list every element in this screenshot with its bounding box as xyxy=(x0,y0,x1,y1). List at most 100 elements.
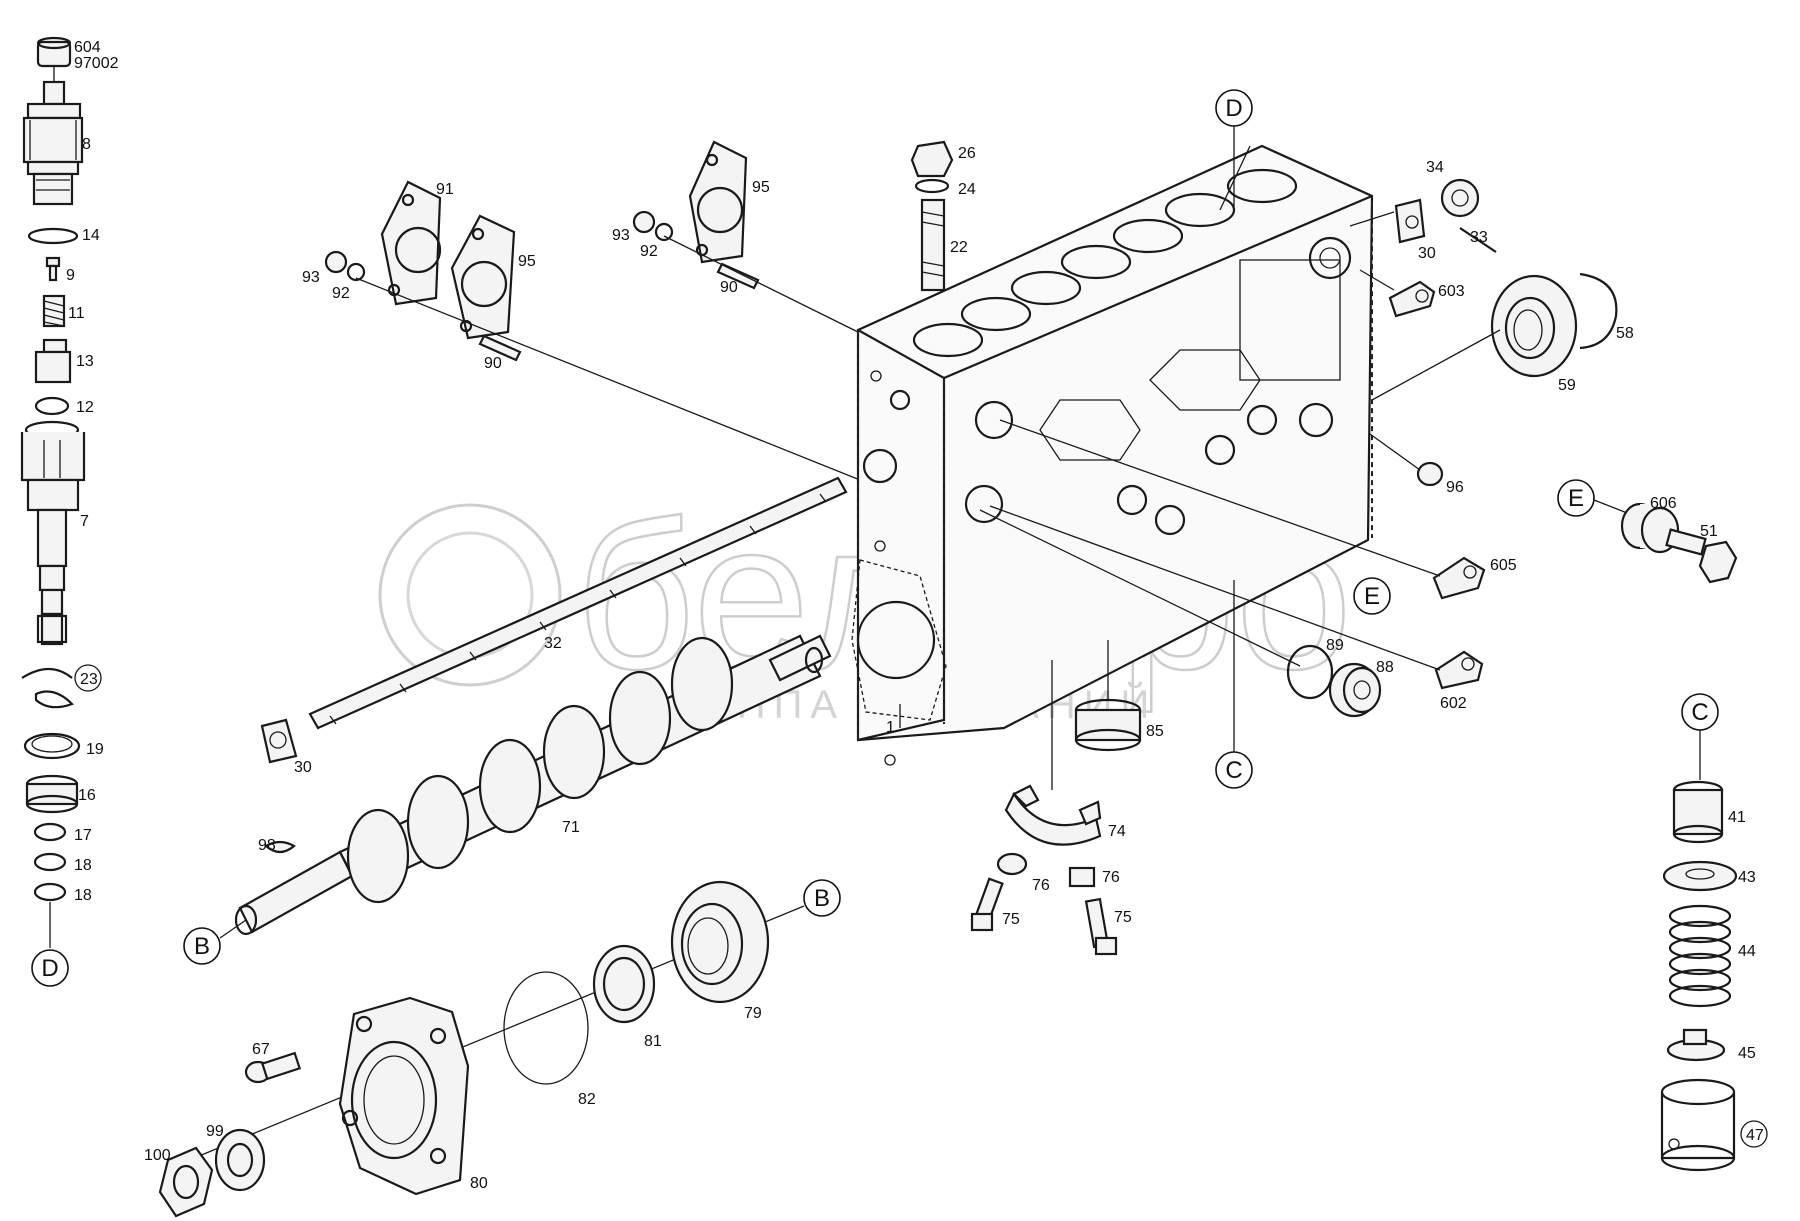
label-14: 14 xyxy=(82,227,100,244)
label-74: 74 xyxy=(1108,823,1126,840)
label-30a: 30 xyxy=(1418,245,1436,262)
flange-91 xyxy=(380,180,442,306)
callout-c-center: C xyxy=(1215,751,1253,789)
label-12: 12 xyxy=(76,399,94,416)
label-17: 17 xyxy=(74,827,92,844)
label-11: 11 xyxy=(68,305,85,322)
stud-90-left xyxy=(478,334,522,362)
stud-22 xyxy=(920,198,946,292)
label-603: 603 xyxy=(1438,283,1465,300)
label-82: 82 xyxy=(578,1091,596,1108)
washer-99 xyxy=(214,1128,266,1192)
control-rack-32 xyxy=(308,476,848,730)
svg-text:E: E xyxy=(1364,583,1380,610)
label-13: 13 xyxy=(76,353,94,370)
part-13-holder xyxy=(34,338,72,384)
flange-95-left xyxy=(450,214,516,340)
label-100: 100 xyxy=(144,1147,171,1164)
label-51: 51 xyxy=(1700,523,1718,540)
label-98: 98 xyxy=(258,837,276,854)
label-81: 81 xyxy=(644,1033,662,1050)
pin-33 xyxy=(1459,227,1497,253)
circlip-58 xyxy=(1579,272,1618,350)
label-91: 91 xyxy=(436,181,454,198)
bracket-30-right xyxy=(1394,198,1426,244)
screw-75-right xyxy=(1084,897,1118,956)
washer-43 xyxy=(1662,860,1738,892)
part-17-ring xyxy=(33,822,67,842)
plug-96 xyxy=(1416,461,1444,487)
label-45: 45 xyxy=(1738,1045,1756,1062)
part-23-clips xyxy=(21,664,102,709)
tappet-47 xyxy=(1660,1078,1768,1172)
bearing-flange-80 xyxy=(338,996,470,1196)
label-1: 1 xyxy=(886,719,895,736)
label-92a: 92 xyxy=(332,285,350,302)
label-95a: 95 xyxy=(518,253,536,270)
label-32: 32 xyxy=(544,635,562,652)
part-18-ring-a xyxy=(33,852,67,872)
label-41: 41 xyxy=(1728,809,1746,826)
label-76b: 76 xyxy=(1102,869,1120,886)
label-93b: 93 xyxy=(612,227,630,244)
ring-89 xyxy=(1286,644,1334,700)
bracket-30-left xyxy=(260,718,298,764)
label-71: 71 xyxy=(562,819,580,836)
label-80: 80 xyxy=(470,1175,488,1192)
label-47: 47 xyxy=(1746,1127,1764,1144)
stud-90-right xyxy=(716,262,760,290)
plug-88 xyxy=(1328,662,1382,718)
part-9-valve xyxy=(45,256,61,282)
part-606 xyxy=(1620,502,1680,554)
label-605: 605 xyxy=(1490,557,1517,574)
bearing-shell-74 xyxy=(1004,784,1102,846)
camshaft-71 xyxy=(234,634,832,936)
bearing-79 xyxy=(670,880,770,1004)
label-75a: 75 xyxy=(1002,911,1020,928)
part-14-ring xyxy=(27,227,79,245)
part-7-pump-element xyxy=(20,420,86,646)
key-98 xyxy=(264,840,296,854)
label-22: 22 xyxy=(950,239,968,256)
callout-d-left: D xyxy=(31,949,69,987)
o-ring-82 xyxy=(503,971,589,1085)
label-93a: 93 xyxy=(302,269,320,286)
svg-text:C: C xyxy=(1225,757,1242,784)
label-606: 606 xyxy=(1650,495,1677,512)
spring-44 xyxy=(1668,904,1732,1008)
label-67: 67 xyxy=(252,1041,270,1058)
callout-e-right: E xyxy=(1557,479,1595,517)
label-43: 43 xyxy=(1738,869,1756,886)
label-99: 99 xyxy=(206,1123,224,1140)
label-59: 59 xyxy=(1558,377,1576,394)
part-11-spring xyxy=(42,294,66,328)
lock-plate-605 xyxy=(1432,556,1486,600)
label-97002: 97002 xyxy=(74,55,119,72)
label-58: 58 xyxy=(1616,325,1634,342)
label-9: 9 xyxy=(66,267,75,284)
svg-text:C: C xyxy=(1691,699,1708,726)
gear-34 xyxy=(1440,178,1480,218)
callout-b-right: B xyxy=(803,879,841,917)
callout-b-left: B xyxy=(183,927,221,965)
pump-housing xyxy=(851,144,1374,766)
label-602: 602 xyxy=(1440,695,1467,712)
spring-seat-41 xyxy=(1672,780,1724,844)
screw-75-left xyxy=(970,877,1004,932)
callout-e-center: E xyxy=(1353,577,1391,615)
label-7: 7 xyxy=(80,513,89,530)
label-79: 79 xyxy=(744,1005,762,1022)
svg-text:D: D xyxy=(1225,95,1242,122)
label-18b: 18 xyxy=(74,887,92,904)
nuts-93-92-left xyxy=(324,250,366,282)
label-30b: 30 xyxy=(294,759,312,776)
label-44: 44 xyxy=(1738,943,1756,960)
label-8: 8 xyxy=(82,136,91,153)
flange-95-right xyxy=(688,140,748,264)
part-18-ring-b xyxy=(33,882,67,902)
label-19: 19 xyxy=(86,741,104,758)
label-96: 96 xyxy=(1446,479,1464,496)
label-89: 89 xyxy=(1326,637,1344,654)
part-labels: 604 97002 8 14 9 11 13 12 7 23 19 16 17 … xyxy=(66,39,1764,1192)
